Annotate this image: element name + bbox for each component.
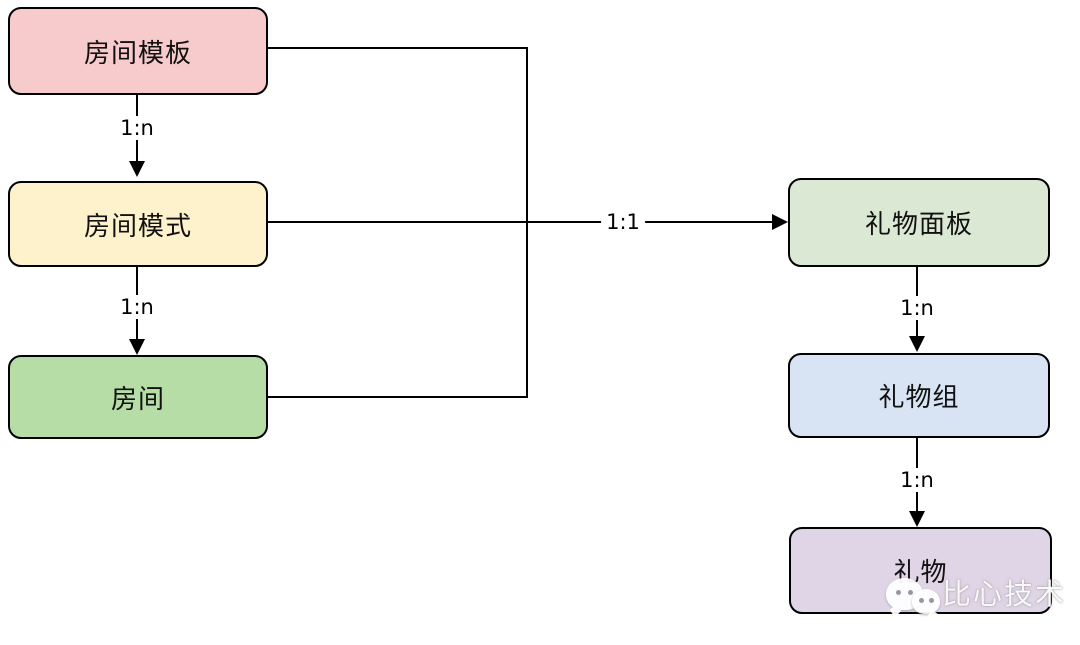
edge-rooms-to-gift-panel-line	[268, 221, 773, 223]
watermark-text: 比心技术	[942, 577, 1067, 611]
watermark: 比心技术	[884, 572, 1066, 618]
node-room-mode-label: 房间模式	[83, 211, 192, 242]
edge-panel-to-group-label: 1:n	[895, 296, 939, 320]
arrowhead-down-icon	[909, 511, 925, 527]
arrowhead-down-icon	[909, 336, 925, 352]
node-room-template: 房间模板	[8, 7, 268, 95]
edge-group-to-gift-label: 1:n	[895, 468, 939, 492]
node-room-mode: 房间模式	[8, 181, 268, 267]
node-room: 房间	[8, 355, 268, 439]
edge-room-branch-line	[268, 396, 528, 398]
arrowhead-right-icon	[772, 214, 788, 230]
edge-mode-to-room-label: 1:n	[115, 295, 159, 319]
node-gift-panel-label: 礼物面板	[864, 210, 973, 240]
node-gift-group-label: 礼物组	[878, 383, 960, 413]
wechat-icon	[884, 572, 942, 618]
arrowhead-down-icon	[129, 161, 145, 177]
node-gift-panel: 礼物面板	[788, 178, 1050, 267]
edge-template-branch-line	[268, 47, 528, 49]
node-room-template-label: 房间模板	[83, 38, 192, 69]
wechat-bubble-small	[912, 589, 940, 614]
node-room-label: 房间	[110, 384, 165, 415]
node-gift-group: 礼物组	[788, 353, 1050, 438]
arrowhead-down-icon	[129, 339, 145, 355]
edge-template-to-mode-label: 1:n	[115, 116, 159, 140]
edge-rooms-to-gift-panel-label: 1:1	[601, 210, 645, 234]
